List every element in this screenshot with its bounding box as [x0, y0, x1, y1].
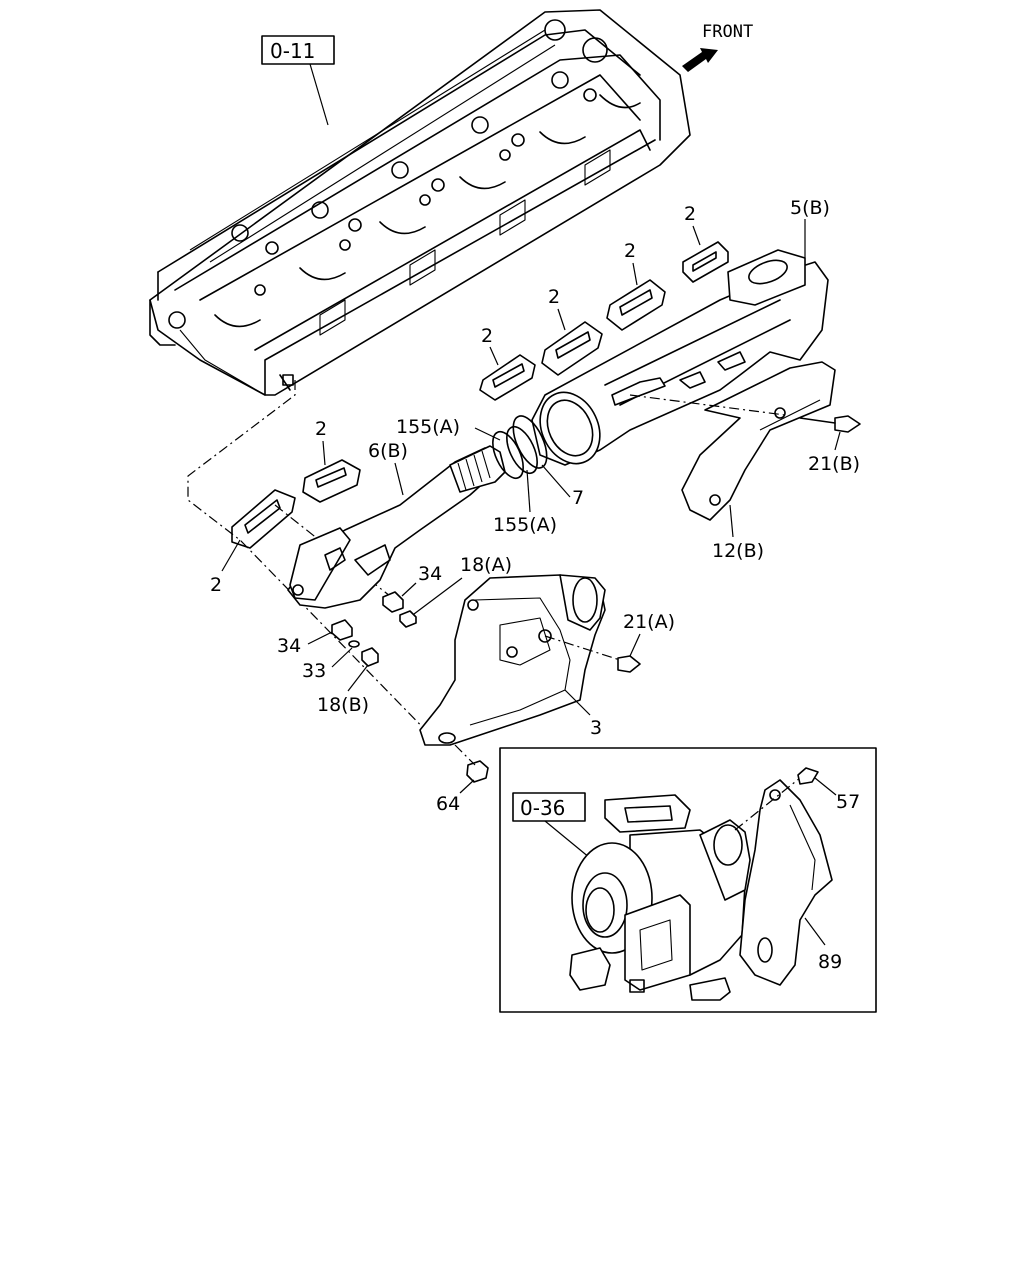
leader-gasket-b [632, 262, 638, 286]
leader-heat-shield-3 [564, 689, 591, 716]
leader-washer-33 [331, 647, 353, 668]
leader-front-manifold [394, 462, 404, 496]
label-bolt-57: 57 [836, 791, 860, 813]
label-stud-18b: 18(B) [317, 694, 369, 716]
leader-spacer-34-upper [401, 582, 417, 597]
turbocharger [569, 794, 751, 1001]
front-exhaust-manifold [287, 445, 506, 609]
leader-turbo-shield-89 [804, 917, 826, 946]
label-gasket-f: 2 [210, 574, 222, 596]
ref-box-turbocharger [512, 792, 586, 822]
leader-gasket-e [322, 440, 326, 466]
leader-ring-7 [541, 464, 571, 498]
label-gasket-e: 2 [315, 418, 327, 440]
leader-gasket-f [221, 539, 241, 572]
ring-7 [512, 415, 548, 469]
label-turbo-shield-89: 89 [818, 951, 842, 973]
label-front-manifold: 6(B) [368, 440, 408, 462]
leader-seal-ring-bottom [526, 469, 531, 513]
label-gasket-d: 2 [481, 325, 493, 347]
front-label: FRONT [702, 22, 753, 42]
spacer-34-lower [331, 619, 353, 641]
gasket-f [231, 489, 296, 549]
label-gasket-b: 2 [624, 240, 636, 262]
washer-33 [348, 640, 360, 648]
label-bolt-21b: 21(B) [808, 453, 860, 475]
ref-label-turbocharger: 0-36 [520, 796, 565, 820]
leader-heat-shield-12b [729, 504, 734, 538]
label-washer-33: 33 [302, 660, 326, 682]
cylinder-head [149, 9, 691, 396]
label-seal-ring-top: 155(A) [396, 416, 460, 438]
bolt-21b [629, 394, 861, 433]
gasket-a [682, 241, 729, 283]
bolt-57 [734, 767, 819, 831]
ref-label-cylinder-head: 0-11 [270, 39, 315, 63]
spacer-34-upper [382, 591, 404, 613]
gasket-e [302, 459, 361, 503]
front-arrow-icon [682, 48, 718, 72]
leader-spacer-34-lower [307, 631, 333, 645]
gasket-b [606, 279, 666, 331]
gasket-d [479, 354, 536, 401]
label-seal-ring-bottom: 155(A) [493, 514, 557, 536]
leader-bolt-57 [814, 777, 837, 796]
label-heat-shield-3: 3 [590, 717, 602, 739]
label-gasket-a: 2 [684, 203, 696, 225]
gasket-c [541, 321, 603, 376]
rear-exhaust-manifold [531, 249, 829, 466]
label-bolt-21a: 21(A) [623, 611, 675, 633]
label-gasket-c: 2 [548, 286, 560, 308]
alignment-line-a [187, 380, 441, 746]
leader-stud-18a [413, 577, 463, 615]
leader-stud-18b [347, 664, 369, 692]
leader-nut-64 [459, 779, 475, 794]
label-ring-7: 7 [572, 487, 584, 509]
stud-18b [361, 647, 379, 667]
label-stud-18a: 18(A) [460, 554, 512, 576]
nut-64 [454, 744, 489, 783]
leader-gasket-c [557, 308, 566, 331]
leader-cylinder-head [309, 63, 329, 126]
heat-shield-12b [681, 361, 836, 521]
label-heat-shield-12b: 12(B) [712, 540, 764, 562]
label-spacer-34-lower: 34 [277, 635, 301, 657]
ref-box-cylinder-head [261, 35, 335, 65]
turbo-inset-frame [499, 747, 877, 1013]
label-spacer-34-upper: 34 [418, 563, 442, 585]
leader-bolt-21a [629, 633, 641, 657]
turbo-shield-89 [739, 779, 833, 986]
bolt-21a [544, 635, 641, 673]
heat-shield-3 [419, 574, 606, 746]
label-rear-manifold: 5(B) [790, 197, 830, 219]
leader-bolt-21b [834, 431, 841, 451]
leader-gasket-d [489, 346, 499, 366]
leader-gasket-a [692, 225, 701, 246]
leader-seal-ring-top [474, 427, 501, 441]
stud-18a [399, 610, 417, 628]
label-nut-64: 64 [436, 793, 460, 815]
leader-turbocharger [544, 820, 591, 859]
